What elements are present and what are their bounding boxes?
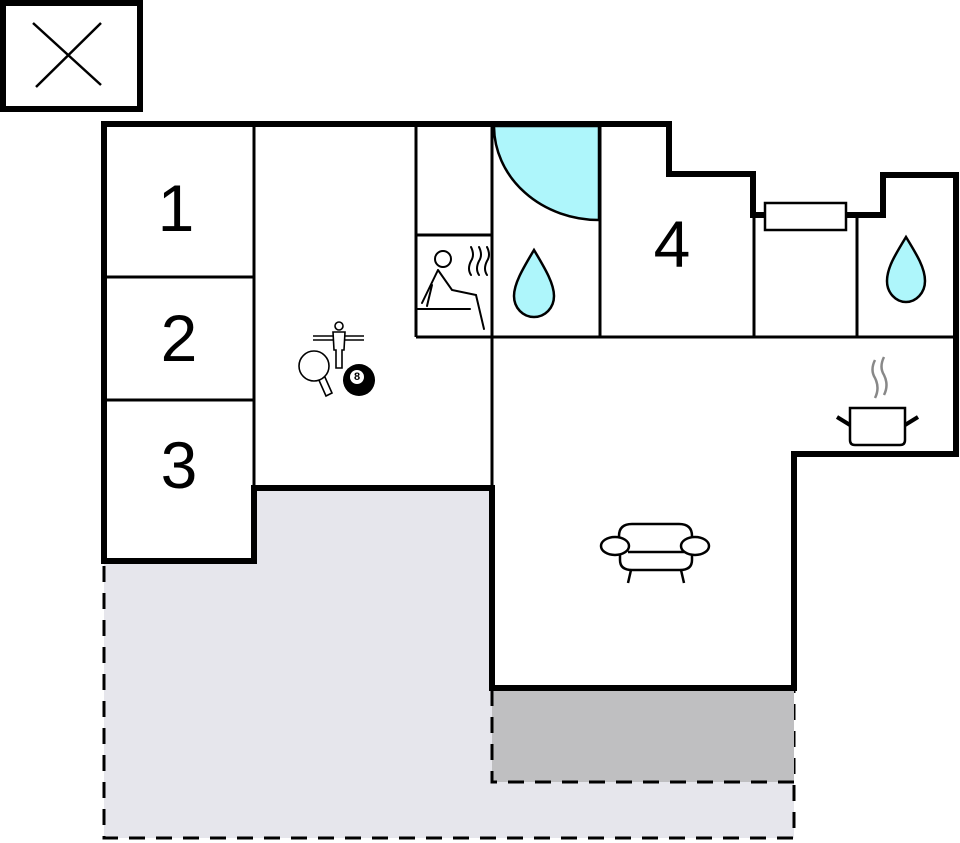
table-tennis-icon	[298, 350, 334, 398]
svg-text:8: 8	[354, 371, 360, 383]
sofa-icon	[599, 522, 711, 584]
room-label-1: 1	[158, 171, 195, 245]
interior-walls	[104, 124, 956, 488]
radiator-icon	[763, 201, 848, 232]
water-drop-icon	[512, 247, 556, 319]
room-label-2: 2	[161, 301, 198, 375]
shower-quarter-circle	[492, 124, 601, 222]
billiard-ball-icon: 8	[343, 364, 375, 396]
foosball-icon	[313, 321, 364, 369]
compass-legend	[0, 0, 143, 112]
sauna-icon	[415, 246, 490, 330]
covered-terrace	[490, 690, 794, 784]
water-drop-icon	[885, 234, 927, 304]
exterior-walls	[101, 121, 959, 691]
room-label-3: 3	[161, 428, 198, 502]
cooking-pot-icon	[835, 356, 920, 447]
room-label-4: 4	[654, 207, 691, 281]
